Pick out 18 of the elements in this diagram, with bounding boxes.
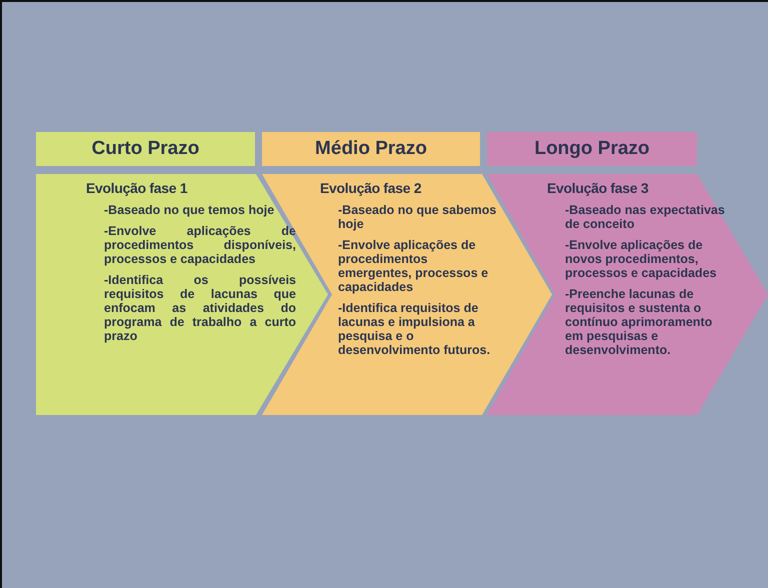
header-bar (36, 132, 255, 166)
header-bar (262, 132, 480, 166)
bullet-text: -Baseado nas expectativas de conceito (565, 203, 725, 231)
phase-heading: Evolução fase 2 (320, 180, 422, 196)
phase-heading: Evolução fase 1 (86, 180, 188, 196)
bullet-text: -Envolve aplicações de procedimentos disponíveis, processos e capacidades (104, 224, 296, 266)
bullet-text: -Preenche lacunas de requisitos e sustenta o contínuo aprimoramento em pesquisas e desenvolvimento. (565, 287, 714, 357)
bullet-text: -Identifica os possíveis requisitos de lacunas que enfocam as atividades do programa de trabalho a curto prazo (104, 273, 296, 343)
header-title: Longo Prazo (534, 138, 650, 160)
bullet-text: -Identifica requisitos de lacunas e impulsiona a pesquisa e o desenvolvimento futuros. (338, 301, 492, 357)
bullet-text: -Baseado no que temos hoje (104, 203, 276, 217)
bullet-text: -Baseado no que sabemos hoje (338, 203, 498, 231)
header-bar (487, 132, 697, 166)
bullet-text: -Envolve aplicações de novos procedimentos, processos e capacidades (565, 238, 718, 280)
header-title: Médio Prazo (315, 138, 427, 160)
bullet-text: -Envolve aplicações de procedimentos emergentes, processos e capacidades (338, 238, 490, 294)
header-title: Curto Prazo (92, 138, 200, 160)
phase-heading: Evolução fase 3 (547, 180, 650, 196)
